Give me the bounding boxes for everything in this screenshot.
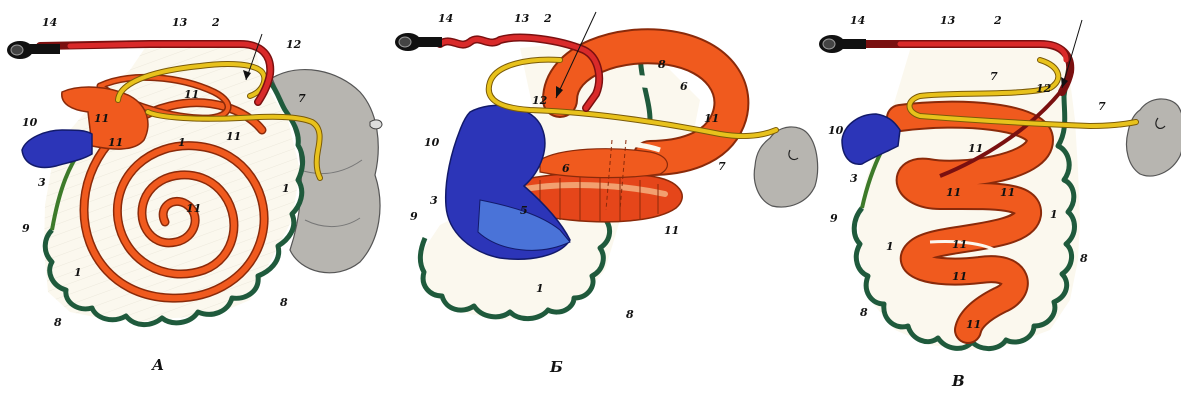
- label-1: 1: [282, 182, 290, 195]
- label-11: 11: [184, 88, 199, 101]
- label-11: 11: [952, 270, 967, 283]
- label-12: 12: [1036, 82, 1052, 95]
- label-8: 8: [54, 316, 62, 329]
- label-13: 13: [514, 12, 530, 25]
- label-7: 7: [1098, 100, 1106, 113]
- label-3: 3: [850, 172, 858, 185]
- label-8: 8: [860, 306, 868, 319]
- label-8: 8: [658, 58, 666, 71]
- caption-c: В: [951, 372, 965, 390]
- label-1: 1: [1050, 208, 1058, 221]
- label-9: 9: [22, 222, 30, 235]
- label-8: 8: [1080, 252, 1088, 265]
- caption-a: А: [151, 356, 164, 374]
- label-1: 1: [886, 240, 894, 253]
- label-11: 11: [968, 142, 983, 155]
- label-11: 11: [966, 318, 981, 331]
- label-7: 7: [298, 92, 306, 105]
- label-1: 1: [178, 136, 186, 149]
- label-11: 11: [186, 202, 201, 215]
- label-13: 13: [940, 14, 956, 27]
- label-10: 10: [424, 136, 440, 149]
- label-11: 11: [108, 136, 123, 149]
- label-11: 11: [952, 238, 967, 251]
- label-2: 2: [211, 16, 220, 29]
- label-10: 10: [22, 116, 38, 129]
- label-7: 7: [990, 70, 998, 83]
- label-11: 11: [664, 224, 679, 237]
- yolk-sac-c: [1127, 99, 1181, 176]
- label-3: 3: [38, 176, 46, 189]
- label-11: 11: [226, 130, 241, 143]
- panel-a: 14 13 2 12 11 11 11 11 11 7 10 1 1 1 3 9…: [7, 16, 382, 374]
- probe-tip-icon: [819, 35, 866, 53]
- label-12: 12: [532, 94, 548, 107]
- label-2: 2: [993, 14, 1002, 27]
- label-6: 6: [562, 162, 570, 175]
- probe-tip-icon: [395, 33, 442, 51]
- label-14: 14: [438, 12, 453, 25]
- intestine-upper-b: [540, 149, 667, 178]
- yolk-sac-b: [754, 127, 817, 207]
- label-2: 2: [543, 12, 552, 25]
- label-11: 11: [704, 112, 719, 125]
- label-6: 6: [680, 80, 688, 93]
- label-14: 14: [42, 16, 57, 29]
- label-10: 10: [828, 124, 844, 137]
- label-9: 9: [830, 212, 838, 225]
- label-11: 11: [946, 186, 961, 199]
- caption-b: Б: [549, 358, 563, 376]
- label-7: 7: [718, 160, 726, 173]
- label-12: 12: [286, 38, 302, 51]
- label-8: 8: [626, 308, 634, 321]
- label-8: 8: [280, 296, 288, 309]
- label-9: 9: [410, 210, 418, 223]
- label-3: 3: [430, 194, 438, 207]
- label-11: 11: [1000, 186, 1015, 199]
- panel-b: 14 13 2 8 6 12 11 10 6 5 3 9 7 11 1 8 Б: [395, 12, 818, 376]
- label-14: 14: [850, 14, 865, 27]
- label-1: 1: [74, 266, 82, 279]
- label-1: 1: [536, 282, 544, 295]
- label-13: 13: [172, 16, 188, 29]
- yolk-sac-tip-a: [370, 120, 382, 129]
- label-5: 5: [520, 204, 528, 217]
- panel-c: 14 13 2 7 12 7 10 11 11 11 11 11 11 3 9 …: [819, 14, 1181, 390]
- label-11: 11: [94, 112, 109, 125]
